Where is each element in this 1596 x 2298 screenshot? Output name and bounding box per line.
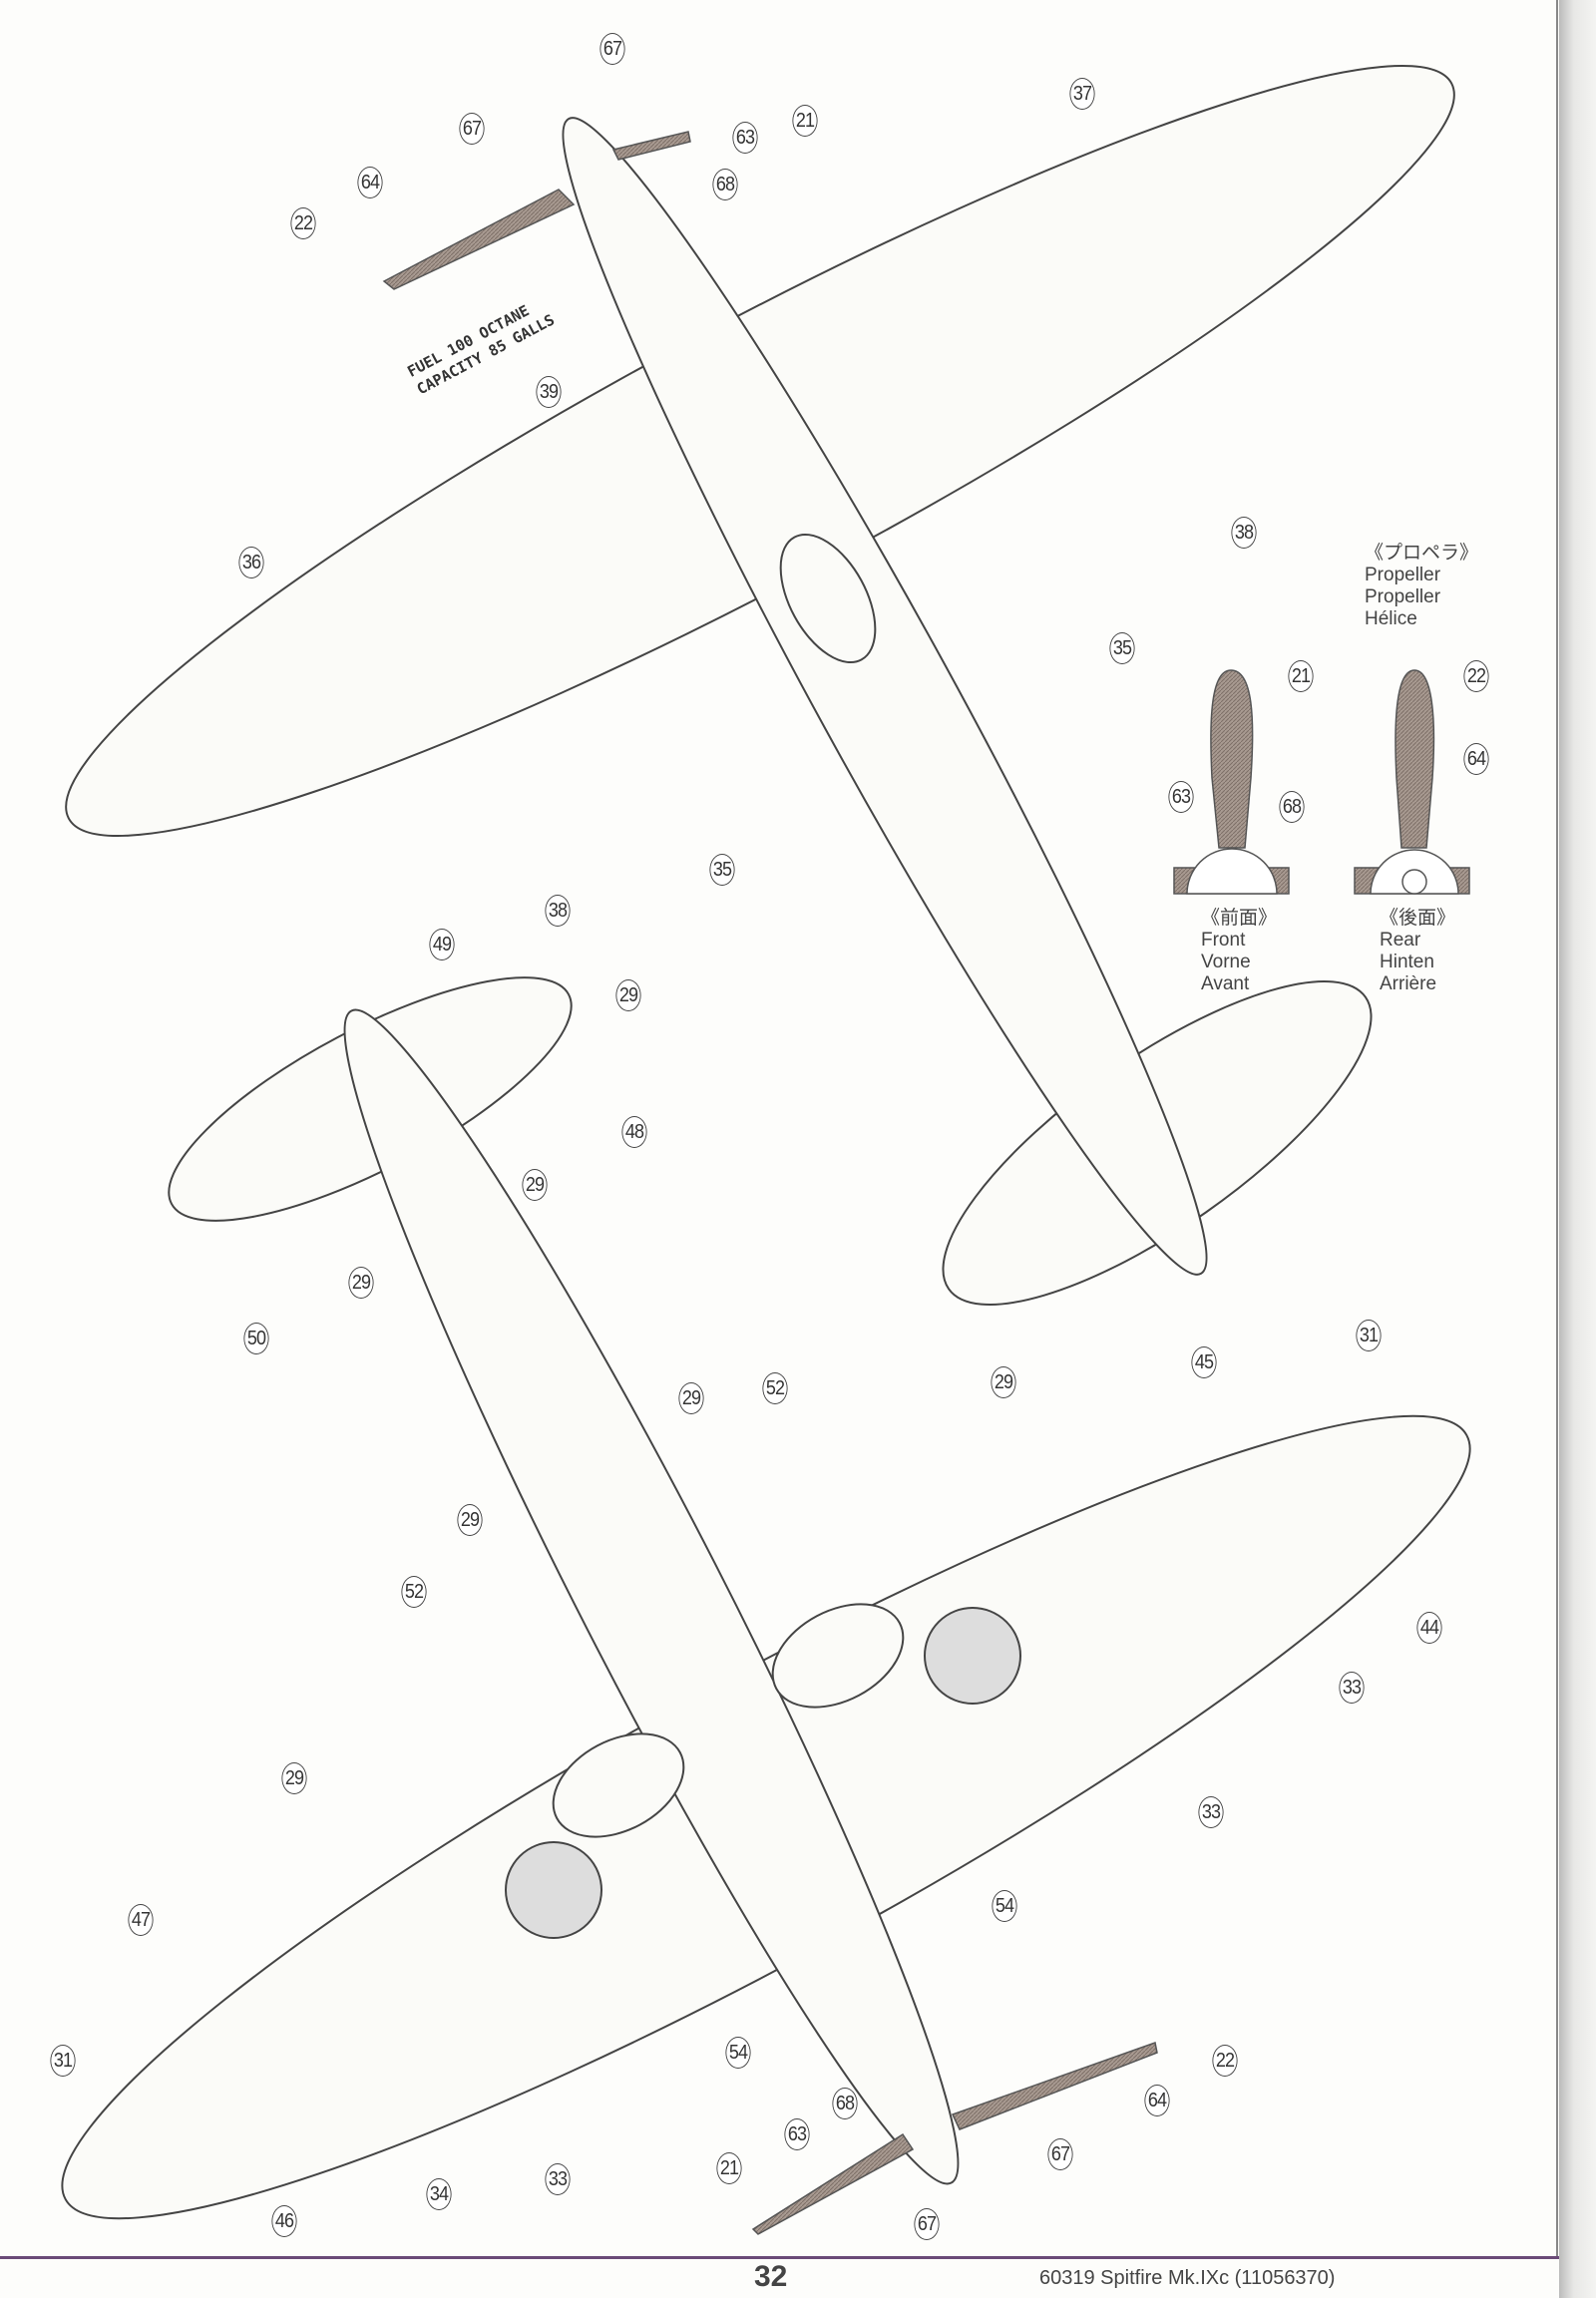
callout: 36	[238, 547, 264, 578]
lower-propeller-blade-left	[751, 2132, 915, 2235]
callout: 29	[457, 1504, 483, 1536]
upper-cockpit	[779, 533, 877, 664]
propeller-title: 《プロペラ》 Propeller Propeller Hélice	[1365, 543, 1478, 630]
page-edge-shadow	[1559, 0, 1596, 2298]
callout: 45	[1191, 1346, 1217, 1378]
callout: 21	[792, 105, 818, 137]
callout: 37	[1069, 78, 1095, 110]
callout: 52	[762, 1372, 788, 1404]
callout: 49	[429, 929, 455, 960]
callout: 63	[1168, 781, 1194, 813]
callout: 29	[522, 1169, 548, 1201]
front-label-en: Front	[1201, 930, 1246, 951]
callout: 29	[615, 979, 641, 1011]
lower-fuselage	[343, 1008, 960, 2185]
callout: 34	[426, 2178, 452, 2210]
callout: 33	[1339, 1672, 1365, 1704]
radiator-right	[771, 1603, 905, 1709]
callout: 38	[545, 895, 571, 927]
callout: 64	[357, 167, 383, 198]
callout: 38	[1231, 517, 1257, 549]
callout: 35	[1109, 632, 1135, 664]
propeller-title-jp: 《プロペラ》	[1365, 543, 1479, 564]
callout: 67	[459, 113, 485, 145]
callout: 50	[243, 1323, 269, 1354]
callout: 68	[832, 2088, 858, 2119]
callout: 31	[1356, 1320, 1382, 1351]
rear-label-fr: Arrière	[1380, 973, 1437, 994]
callout: 22	[1212, 2045, 1238, 2077]
roundel-lower-right	[924, 1607, 1021, 1705]
upper-fuselage	[562, 117, 1208, 1276]
callout: 68	[1279, 791, 1305, 823]
page-border	[1556, 0, 1558, 2256]
callout: 54	[992, 1890, 1017, 1922]
callout: 46	[271, 2205, 297, 2237]
callout: 54	[725, 2037, 751, 2069]
rear-label-de: Hinten	[1380, 952, 1434, 972]
callout: 22	[290, 207, 316, 239]
callout: 63	[732, 122, 758, 154]
callout: 64	[1463, 743, 1489, 775]
callout: 47	[128, 1904, 154, 1936]
prop-rear-blade	[1395, 669, 1435, 849]
callout: 35	[709, 854, 735, 886]
propeller-title-de: Propeller	[1365, 586, 1441, 607]
callout: 67	[914, 2208, 940, 2240]
propeller-title-en: Propeller	[1365, 565, 1441, 585]
callout: 63	[784, 2118, 810, 2150]
upper-propeller-blade-right	[611, 131, 691, 161]
front-label-jp: 《前面》	[1201, 908, 1278, 929]
roundel-lower-left	[505, 1841, 602, 1939]
rear-label-jp: 《後面》	[1380, 908, 1456, 929]
prop-front-blade	[1210, 669, 1254, 849]
prop-front-spinner	[1186, 848, 1278, 895]
callout: 21	[1288, 660, 1314, 692]
callout: 52	[401, 1576, 427, 1608]
product-footer: 60319 Spitfire Mk.IXc (11056370)	[1039, 2267, 1336, 2289]
lower-propeller-blade-right	[951, 2042, 1158, 2130]
callout: 29	[678, 1382, 704, 1414]
callout: 48	[621, 1116, 647, 1148]
page-number: 32	[754, 2260, 788, 2293]
callout: 29	[348, 1267, 374, 1299]
front-label-fr: Avant	[1201, 973, 1250, 994]
front-label-de: Vorne	[1201, 952, 1251, 972]
rear-label-en: Rear	[1380, 930, 1421, 951]
callout: 68	[712, 169, 738, 200]
propeller-rear-label: 《後面》 Rear Hinten Arrière	[1380, 908, 1455, 995]
callout: 29	[281, 1762, 307, 1794]
callout: 44	[1416, 1612, 1442, 1644]
callout: 29	[991, 1366, 1016, 1398]
propeller-front-label: 《前面》 Front Vorne Avant	[1201, 908, 1277, 995]
radiator-left	[552, 1732, 685, 1838]
callout: 64	[1144, 2085, 1170, 2116]
propeller-title-fr: Hélice	[1365, 608, 1417, 629]
callout: 22	[1463, 660, 1489, 692]
footer-rule	[0, 2256, 1559, 2259]
callout: 39	[536, 376, 562, 408]
callout: 33	[545, 2163, 571, 2195]
prop-rear-hub-ring	[1401, 869, 1427, 895]
callout: 31	[50, 2045, 76, 2077]
upper-propeller-blade-left	[382, 189, 576, 290]
callout: 67	[1047, 2138, 1073, 2170]
callout: 67	[599, 33, 625, 65]
callout: 21	[716, 2152, 742, 2184]
callout: 33	[1198, 1796, 1224, 1828]
